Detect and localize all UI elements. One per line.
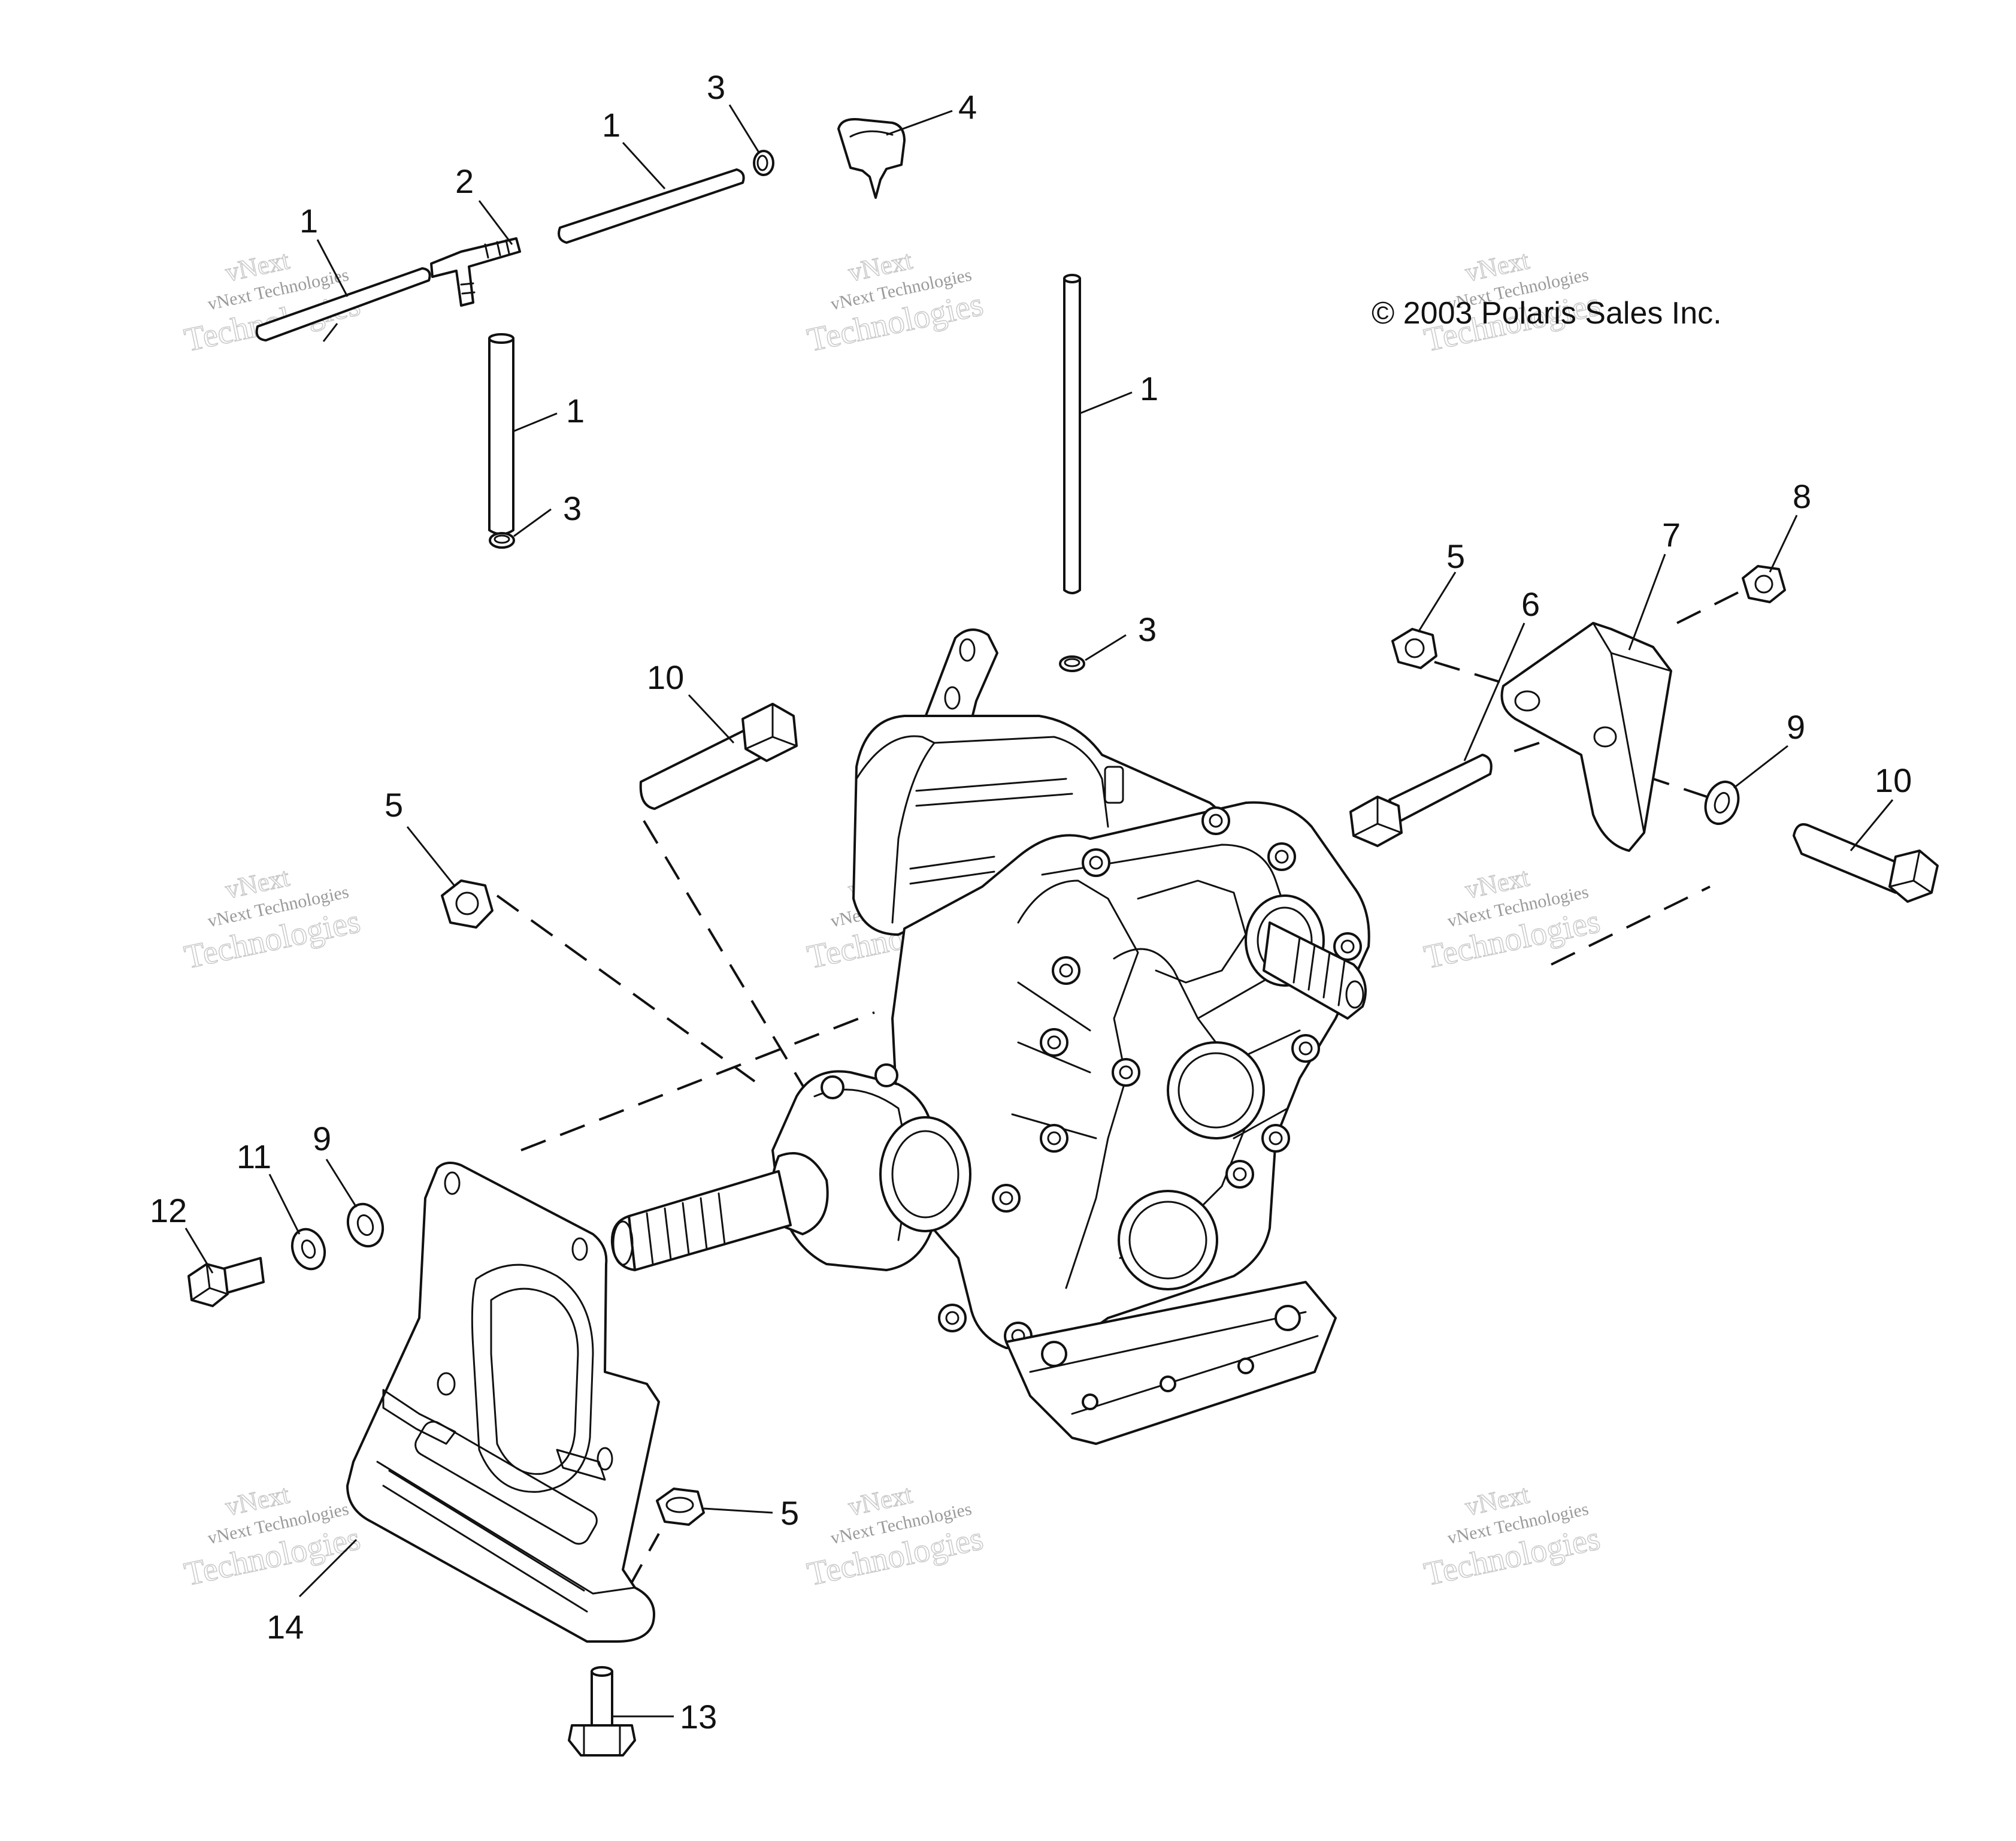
- nut-8: [1742, 565, 1786, 603]
- assembly-lines: [496, 589, 1743, 1588]
- leader-lines: [184, 104, 1894, 1718]
- copyright-notice: © 2003 Polaris Sales Inc.: [1372, 296, 1722, 331]
- nut-upper-right: [1391, 628, 1437, 669]
- callout-1: 1: [1140, 370, 1158, 407]
- flat-washer-9-left: [346, 1202, 385, 1248]
- bolt-6: [1349, 754, 1493, 847]
- callout-labels: 1 1 1 1 2 3 3 3 4 5 5 5 6 7 8 9 9 10 10 …: [150, 68, 1912, 1736]
- callout-10: 10: [647, 658, 684, 696]
- callout-8: 8: [1793, 477, 1811, 515]
- callout-1: 1: [602, 106, 620, 144]
- watermark: vNext vNext Technologies Technologies: [1421, 245, 1604, 359]
- rear-mount-bracket: [1500, 622, 1672, 852]
- bolt-13: [568, 1666, 636, 1757]
- watermark: vNext vNext Technologies Technologies: [181, 862, 364, 977]
- rear-output-shaft: [1245, 894, 1367, 1020]
- callout-4: 4: [958, 88, 977, 126]
- flat-washer-9-right: [1704, 781, 1740, 825]
- nut-left: [441, 879, 494, 929]
- bolt-right: [1793, 823, 1939, 903]
- callout-3: 3: [1138, 610, 1157, 648]
- callout-10: 10: [1875, 761, 1912, 799]
- callout-6: 6: [1521, 585, 1540, 623]
- callout-1: 1: [566, 392, 585, 430]
- watermark: vNext vNext Technologies Technologies: [804, 1479, 987, 1594]
- callout-5: 5: [385, 786, 403, 824]
- callout-3: 3: [707, 68, 725, 106]
- vent-hose-left: [255, 267, 431, 341]
- watermark: vNext vNext Technologies Technologies: [181, 1479, 364, 1594]
- callout-3: 3: [563, 489, 582, 527]
- front-output-shaft: [610, 1152, 829, 1271]
- hose-clamp-top: [753, 150, 774, 176]
- hose-clamp-left: [489, 532, 515, 549]
- callout-5: 5: [1446, 537, 1465, 575]
- callout-12: 12: [150, 1192, 187, 1229]
- vent-hose-vertical-left: [488, 333, 514, 536]
- callout-9: 9: [313, 1120, 331, 1157]
- transmission-housing: [610, 628, 1370, 1445]
- watermark: vNext vNext Technologies Technologies: [804, 245, 987, 359]
- tee-fitting: [430, 237, 521, 307]
- callout-14: 14: [267, 1608, 304, 1646]
- vent-hose-top: [558, 168, 745, 244]
- callout-1: 1: [299, 202, 318, 240]
- callout-11: 11: [237, 1138, 271, 1175]
- callout-13: 13: [680, 1698, 717, 1736]
- watermark: vNext vNext Technologies Technologies: [1421, 1479, 1604, 1594]
- bolt-upper-left: [639, 703, 798, 810]
- lock-washer-11: [290, 1228, 326, 1271]
- callout-9: 9: [1787, 708, 1805, 746]
- bolt-12: [187, 1257, 265, 1307]
- callout-7: 7: [1662, 516, 1681, 554]
- watermark: vNext vNext Technologies Technologies: [1421, 862, 1604, 977]
- front-mount-bracket: [346, 1162, 660, 1643]
- vent-hose-vertical-right: [1063, 274, 1081, 594]
- callout-5: 5: [780, 1494, 799, 1532]
- callout-2: 2: [455, 162, 474, 200]
- hose-clamp-right: [1059, 655, 1085, 672]
- nut-bottom: [656, 1488, 705, 1526]
